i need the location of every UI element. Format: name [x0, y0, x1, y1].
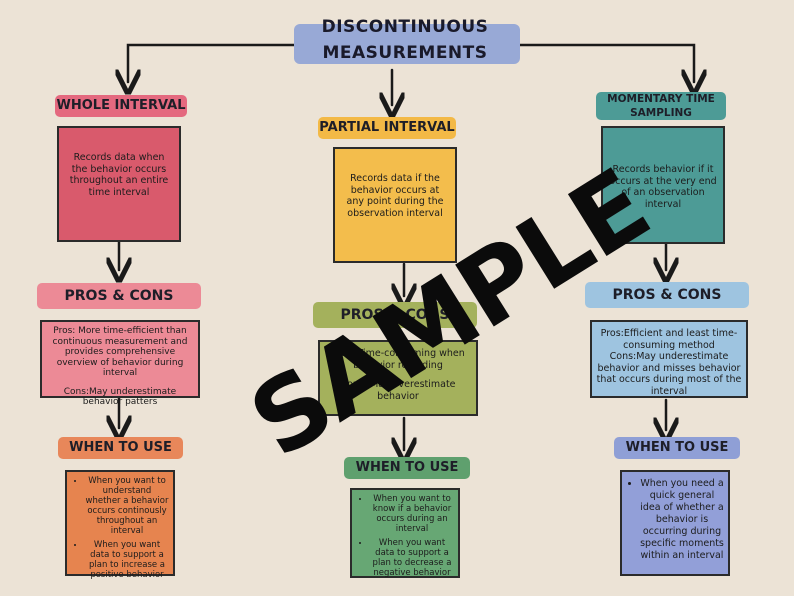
list-item: When you want to know if a behavior occu… [370, 494, 454, 534]
partial-pros-text: Pros: Time-consuming when behavior recor… [331, 348, 465, 371]
whole-pros-cons-box: Pros: More time-efficient than continuou… [40, 320, 200, 407]
whole-cons-text: Cons:May underestimate behavior patters [63, 386, 177, 408]
list-item: When you need a quick general idea of wh… [640, 478, 724, 562]
list-item: When you want data to support a plan to … [370, 538, 454, 578]
whole-pros-cons-label: PROS & CONS [37, 283, 201, 309]
partial-cons-text: Cons: May overestimate behavior [340, 379, 456, 402]
whole-when-to-use-box: When you want to understand whether a be… [65, 470, 175, 580]
whole-when-list: When you want to understand whether a be… [71, 476, 169, 580]
whole-pros-text: Pros: More time-efficient than continuou… [52, 326, 188, 378]
partial-interval-header: PARTIAL INTERVAL [318, 117, 456, 139]
whole-definition-text: Records data when the behavior occurs th… [69, 152, 169, 198]
momentary-when-to-use-label: WHEN TO USE [614, 437, 740, 459]
momentary-time-sampling-definition: Records behavior if it occurs at the ver… [601, 126, 725, 244]
momentary-pros-text: Pros:Efficient and least time-consuming … [600, 328, 738, 351]
arrow-title-to-momentary [518, 43, 694, 82]
partial-when-to-use-box: When you want to know if a behavior occu… [350, 488, 460, 578]
momentary-cons-text: Cons:May underestimate behavior and miss… [596, 351, 742, 397]
partial-interval-definition: Records data if the behavior occurs at a… [333, 147, 457, 263]
momentary-pros-cons-label: PROS & CONS [585, 282, 749, 308]
partial-when-to-use-label: WHEN TO USE [344, 457, 470, 479]
partial-when-list: When you want to know if a behavior occu… [356, 494, 454, 578]
list-item: When you want data to support a plan to … [85, 540, 169, 580]
diagram-title: DISCONTINUOUS MEASUREMENTS [321, 17, 489, 63]
partial-pros-cons-box: Pros: Time-consuming when behavior recor… [318, 340, 478, 416]
momentary-when-list: When you need a quick general idea of wh… [626, 478, 724, 562]
partial-pros-cons-label: PROS & CONS [313, 302, 477, 328]
partial-definition-text: Records data if the behavior occurs at a… [346, 173, 444, 219]
arrow-title-to-whole [128, 43, 297, 82]
momentary-definition-text: Records behavior if it occurs at the ver… [609, 164, 717, 210]
whole-when-to-use-label: WHEN TO USE [58, 437, 183, 459]
list-item: When you want to understand whether a be… [85, 476, 169, 536]
title-background [294, 24, 520, 64]
whole-interval-definition: Records data when the behavior occurs th… [57, 126, 181, 242]
momentary-time-sampling-header: MOMENTARY TIME SAMPLING [596, 92, 726, 120]
momentary-pros-cons-box: Pros:Efficient and least time-consuming … [590, 320, 748, 398]
momentary-when-to-use-box: When you need a quick general idea of wh… [620, 470, 730, 576]
whole-interval-header: WHOLE INTERVAL [55, 95, 187, 117]
